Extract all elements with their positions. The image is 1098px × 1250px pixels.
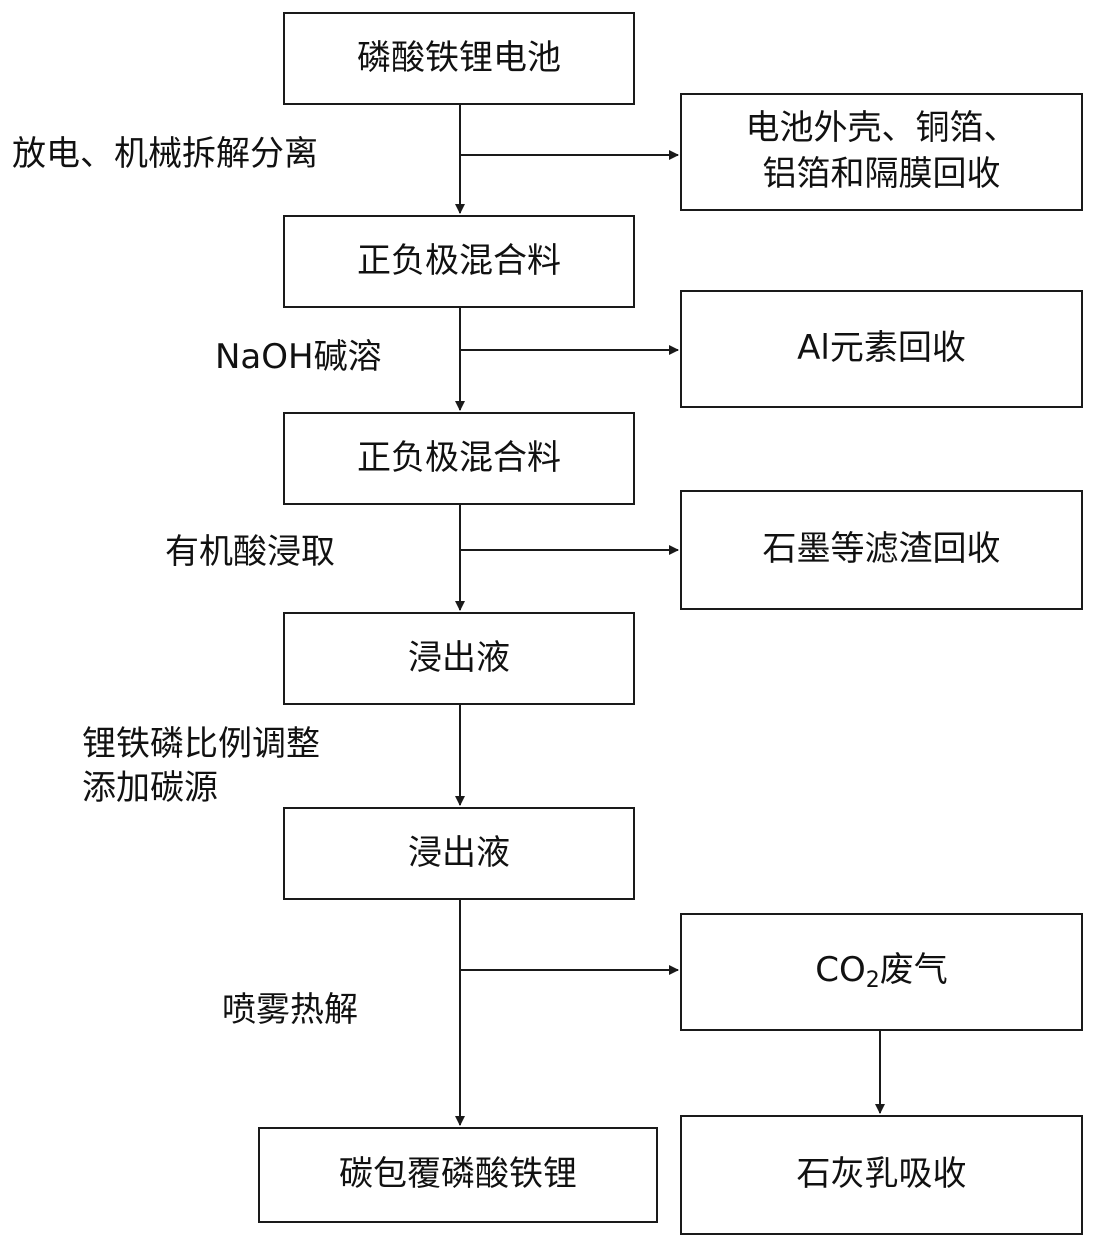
- step-text-leachate-2: 浸出液: [408, 832, 510, 873]
- side-text-al-recycle: Al元素回收: [797, 328, 966, 369]
- op-label-ratio-adjust: 锂铁磷比例调整 添加碳源: [82, 722, 320, 810]
- step-text-leachate-1: 浸出液: [408, 637, 510, 678]
- op-label-discharge: 放电、机械拆解分离: [12, 134, 318, 174]
- side-text-casing-recycle-line2: 铝箔和隔膜回收: [762, 154, 1001, 194]
- step-text-battery: 磷酸铁锂电池: [357, 37, 561, 78]
- step-box-product: 碳包覆磷酸铁锂: [258, 1127, 658, 1223]
- side-text-graphite-recycle: 石墨等滤渣回收: [762, 529, 1001, 570]
- step-box-mixed-material-2: 正负极混合料: [283, 412, 635, 505]
- side-text-co2-gas: CO2废气: [815, 950, 948, 994]
- step-box-battery: 磷酸铁锂电池: [283, 12, 635, 105]
- op-label-spray-pyrolysis: 喷雾热解: [222, 990, 358, 1030]
- side-text-lime-absorption: 石灰乳吸收: [796, 1154, 967, 1195]
- op-label-ratio-adjust-line1: 锂铁磷比例调整: [82, 724, 320, 764]
- side-text-casing-recycle-line1: 电池外壳、铜箔、: [745, 108, 1018, 149]
- side-box-graphite-recycle: 石墨等滤渣回收: [680, 490, 1083, 610]
- step-text-mixed-material-1: 正负极混合料: [357, 240, 561, 281]
- side-box-casing-recycle: 电池外壳、铜箔、 铝箔和隔膜回收: [680, 93, 1083, 211]
- op-label-ratio-adjust-line2: 添加碳源: [82, 768, 218, 809]
- step-box-leachate-2: 浸出液: [283, 807, 635, 900]
- op-label-naoh: NaOH碱溶: [215, 337, 382, 377]
- side-box-al-recycle: Al元素回收: [680, 290, 1083, 408]
- step-text-product: 碳包覆磷酸铁锂: [339, 1154, 577, 1195]
- step-text-mixed-material-2: 正负极混合料: [357, 437, 561, 478]
- side-box-co2-gas: CO2废气: [680, 913, 1083, 1031]
- side-box-lime-absorption: 石灰乳吸收: [680, 1115, 1083, 1235]
- op-label-acid-leach: 有机酸浸取: [165, 532, 335, 572]
- step-box-leachate-1: 浸出液: [283, 612, 635, 705]
- step-box-mixed-material-1: 正负极混合料: [283, 215, 635, 308]
